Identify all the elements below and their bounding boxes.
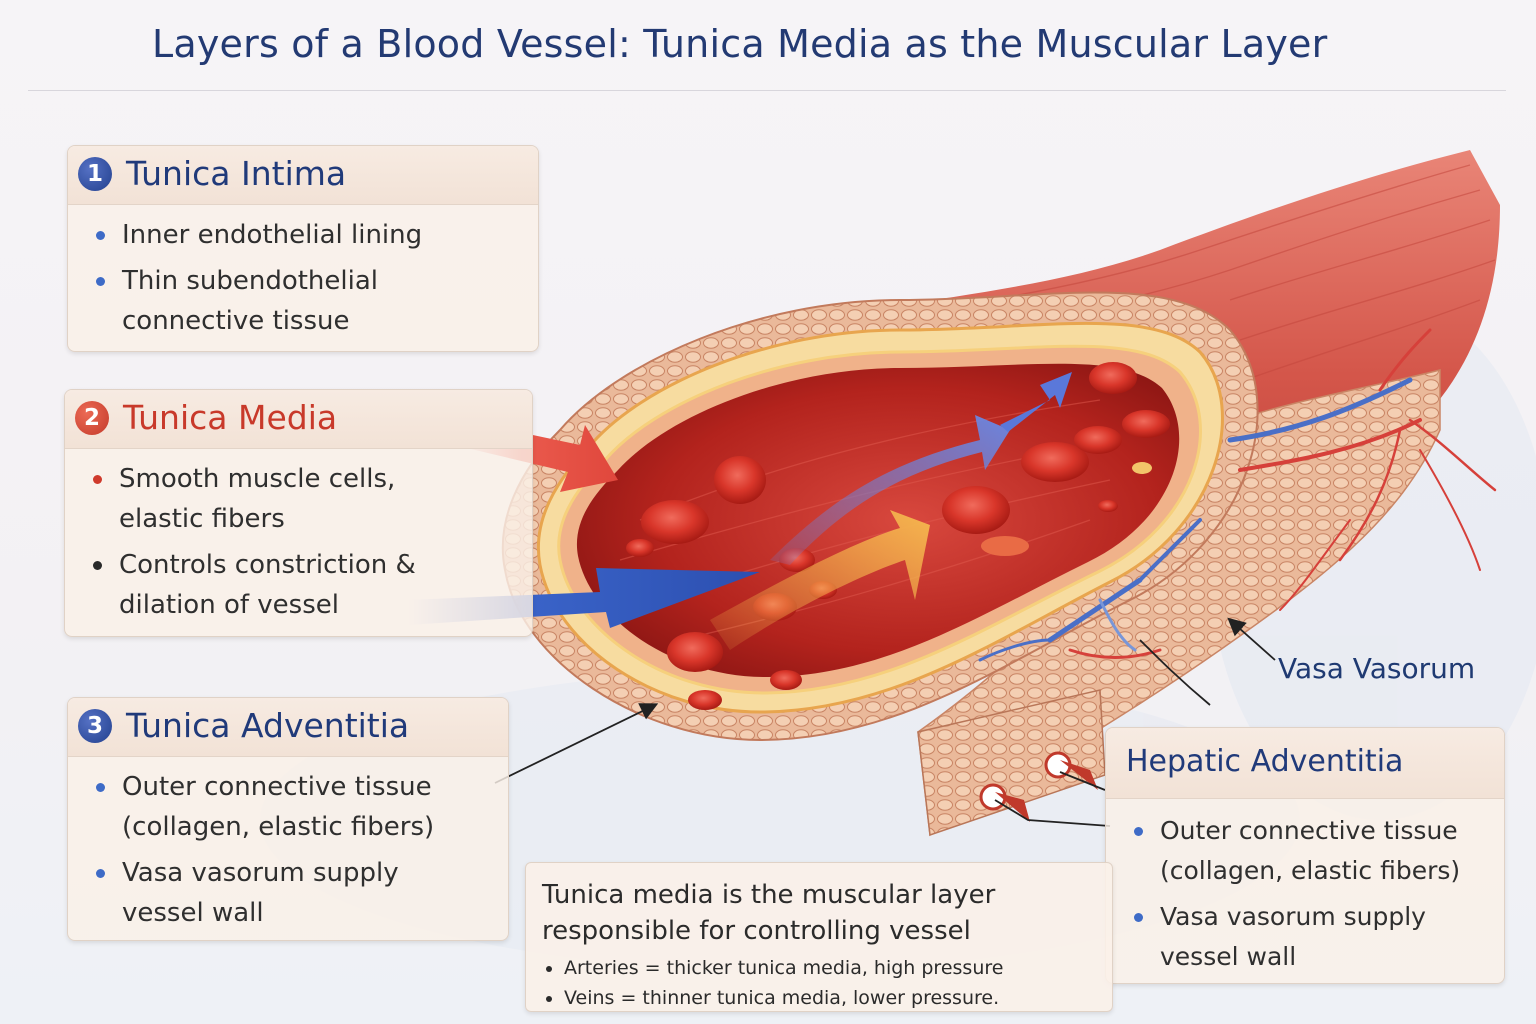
red-blood-cell — [688, 690, 722, 710]
panel-tunica-adventitia: 3 Tunica Adventitia Outer connective tis… — [67, 697, 509, 941]
red-blood-cell — [942, 486, 1010, 534]
red-blood-cell — [770, 670, 802, 690]
page-title: Layers of a Blood Vessel: Tunica Media a… — [152, 22, 1328, 66]
list-item: Inner endothelial lining — [90, 215, 520, 255]
caption-item: Arteries = thicker tunica media, high pr… — [542, 953, 1096, 983]
bullet — [546, 966, 552, 972]
vessel-lumen — [576, 363, 1180, 678]
bullet — [96, 277, 105, 286]
number-badge-3: 3 — [78, 709, 112, 743]
caption-text: Tunica media is the muscular layer respo… — [542, 880, 996, 946]
red-blood-cell — [641, 500, 709, 544]
pointer-arrow — [494, 703, 659, 784]
red-blood-cell — [1089, 362, 1137, 394]
pointer-line — [994, 799, 1111, 827]
red-blood-cell — [981, 536, 1029, 556]
vasa-vasorum-label: Vasa Vasorum — [1278, 652, 1476, 685]
red-blood-cell — [1098, 500, 1118, 512]
list-item: Controls constriction & dilation of vess… — [87, 545, 469, 625]
bullet — [96, 783, 105, 792]
red-blood-cell — [1122, 410, 1170, 438]
pointer-line — [1139, 639, 1211, 706]
panel-title-media: Tunica Media — [123, 398, 338, 437]
panel-hepatic-adventitia: Hepatic Adventitia Outer connective tiss… — [1105, 727, 1505, 984]
panel-header: 2 Tunica Media — [65, 390, 532, 449]
list-item: Thin subendothelial connective tissue — [90, 261, 452, 341]
red-blood-cell — [1132, 462, 1152, 474]
flow-arrow — [770, 415, 1010, 565]
number-badge-2: 2 — [75, 401, 109, 435]
caption-item: Veins = thinner tunica media, lower pres… — [542, 983, 1096, 1013]
panel-header: 3 Tunica Adventitia — [68, 698, 508, 757]
bullet — [93, 475, 102, 484]
red-blood-cell — [1074, 426, 1122, 454]
flow-arrow — [710, 510, 930, 650]
bullet — [1134, 827, 1143, 836]
red-blood-cell — [626, 539, 654, 557]
list-item: Outer connective tissue (collagen, elast… — [1128, 811, 1495, 891]
pointer-lines — [494, 617, 1276, 827]
bullet — [96, 869, 105, 878]
bullet — [546, 996, 552, 1002]
bullet — [1134, 913, 1143, 922]
list-item: Smooth muscle cells, elastic fibers — [87, 459, 439, 539]
bullet — [93, 561, 102, 570]
red-blood-cell — [714, 456, 766, 504]
panel-title-intima: Tunica Intima — [126, 154, 347, 193]
panel-title-hepatic: Hepatic Adventitia — [1126, 744, 1404, 779]
panel-header: 1 Tunica Intima — [68, 146, 538, 205]
red-blood-cell — [667, 632, 723, 672]
red-blood-cell — [1021, 442, 1089, 482]
number-badge-1: 1 — [78, 157, 112, 191]
pointer-line — [1059, 771, 1106, 791]
list-item: Vasa vasorum supply vessel wall — [90, 853, 452, 933]
panel-tunica-intima: 1 Tunica Intima Inner endothelial lining… — [67, 145, 539, 352]
flow-arrow — [1000, 372, 1072, 432]
caption-box: Tunica media is the muscular layer respo… — [525, 862, 1113, 1012]
pointer-arrow — [1227, 617, 1276, 661]
red-blood-cells — [626, 362, 1170, 710]
list-item: Vasa vasorum supply vessel wall — [1128, 897, 1470, 977]
title-divider — [28, 90, 1506, 91]
panel-title-adventitia: Tunica Adventitia — [126, 706, 410, 745]
bullet — [96, 231, 105, 240]
panel-tunica-media: 2 Tunica Media Smooth muscle cells, elas… — [64, 389, 533, 637]
list-item: Outer connective tissue (collagen, elast… — [90, 767, 492, 847]
vasa-vasorum-vessels — [978, 328, 1497, 662]
panel-header: Hepatic Adventitia — [1106, 728, 1504, 799]
